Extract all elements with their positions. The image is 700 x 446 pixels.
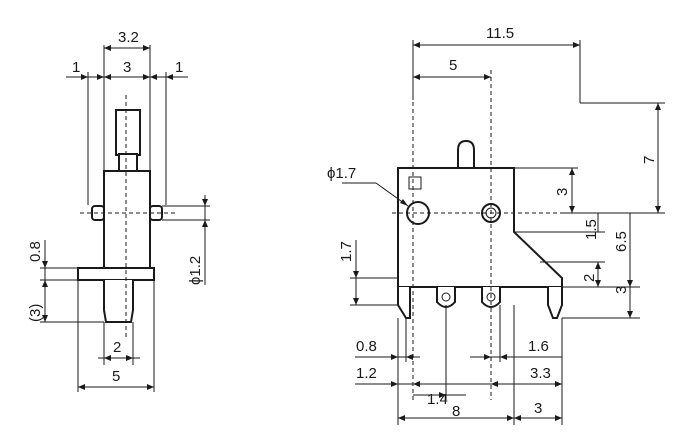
arrow [484,74,491,80]
dim-text-phi-1-7: ϕ1.7 [327,165,356,182]
arrow [627,311,633,318]
arrow [555,381,562,387]
dim-text-top-right: 1 [175,59,183,76]
terminal-mid-hole [441,292,451,302]
dim-text-11-5: 11.5 [486,25,514,42]
dim-text-bottom-5: 5 [112,368,120,385]
right-body [397,167,563,288]
arrow [507,415,514,421]
dim-text-2-right: 2 [581,274,598,282]
arrow [353,298,359,305]
arrow [413,42,420,48]
terminal-far-right [547,287,563,319]
arrow [627,280,633,287]
marker-square [408,176,422,190]
arrow [595,262,601,269]
dim-text-3-lower: 3 [613,286,630,294]
arrow [81,74,88,80]
arrow [143,45,150,51]
arrow [595,280,601,287]
arrow [147,384,154,390]
arrow [655,206,661,213]
dim-text-8: 8 [452,403,460,420]
dim-text-6-5: 6.5 [613,231,630,252]
dim-text-7: 7 [641,156,658,164]
dim-text-3-upper: 3 [554,188,571,196]
arrow [166,74,173,80]
left-view: 3.2 1 3 1 0.8 (3) ϕ1.2 [27,29,210,392]
arrow [97,74,104,80]
dim-text-0-8: 0.8 [27,241,44,262]
dim-text-top-mid: 3 [123,59,131,76]
arrow [500,354,507,360]
terminal-tail [103,280,134,323]
arrow [202,220,208,227]
arrow [569,206,575,213]
arrow [569,168,575,175]
arrow [78,384,85,390]
dim-text-1-6: 1.6 [528,338,549,355]
arrow [104,45,111,51]
arrow [353,271,359,278]
dim-text-1-2: 1.2 [356,365,377,382]
arrow [126,355,133,361]
dim-text-5-top: 5 [449,57,457,74]
arrow [400,199,408,206]
arrow [655,103,661,110]
dim-text-phi-1-2: ϕ1.2 [187,256,204,285]
dim-text-bottom-2: 2 [113,339,121,356]
dim-text-1-7: 1.7 [338,241,355,262]
dim-text-paren-3: (3) [27,304,44,322]
arrow [484,354,491,360]
terminal-left [397,287,411,319]
mount-hole-left [406,201,430,225]
arrow [491,381,498,387]
arrow [573,42,580,48]
terminal-mid [436,287,456,308]
arrow [555,415,562,421]
dim-text-0-8-right: 0.8 [356,338,377,355]
dim-text-1-4: 1.4 [427,391,448,408]
dim-text-top-total: 3.2 [118,29,139,46]
arrow [391,354,398,360]
arrow [514,415,521,421]
arrow [202,199,208,206]
plunger-top [115,109,141,156]
arrow [150,74,157,80]
flange [77,267,155,281]
dim-text-1-5: 1.5 [583,219,600,240]
dim-text-3-3: 3.3 [530,365,551,382]
arrow [143,74,150,80]
left-body [103,170,151,270]
arrow [42,315,48,322]
dim-text-3-bottom: 3 [534,400,542,417]
arrow [104,74,111,80]
arrow [406,354,413,360]
arrow [413,74,420,80]
actuator [457,139,475,168]
arrow [391,381,398,387]
dim-text-top-left: 1 [72,59,80,76]
arrow [42,280,48,287]
right-view: 11.5 5 7 3 1.5 6.5 2 [327,25,665,425]
arrow [398,415,405,421]
plunger-neck [118,153,138,173]
arrow [104,355,111,361]
arrow [439,392,446,398]
arrow [42,261,48,268]
